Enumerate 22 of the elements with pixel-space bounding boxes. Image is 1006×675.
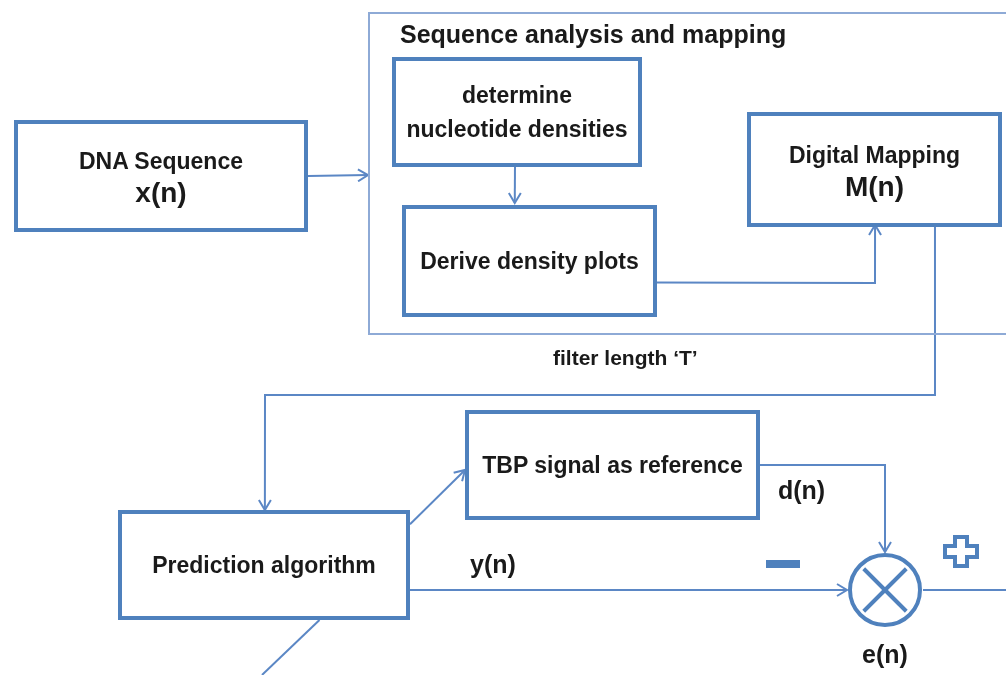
connector-arrow	[307, 168, 369, 183]
box-label: DNA Sequence	[79, 147, 243, 176]
process-box	[392, 57, 642, 167]
group-frame	[368, 12, 1006, 335]
process-box	[118, 510, 410, 620]
signal-label: e(n)	[862, 639, 908, 670]
box-label: TBP signal as reference	[482, 451, 743, 480]
parameter-note: filter length ‘T’	[553, 345, 698, 371]
signal-label: x(n)	[135, 178, 187, 208]
box-label: determine nucleotide densities	[405, 81, 629, 144]
signal-label: M(n)	[844, 171, 905, 202]
process-box	[465, 410, 760, 520]
connector-arrow	[409, 583, 848, 597]
box-label: Derive density plots	[420, 247, 639, 276]
process-box	[14, 120, 308, 232]
box-label: Digital Mapping	[788, 140, 961, 170]
box-label: Prediction algorithm	[152, 551, 376, 580]
connector-arrow	[409, 468, 466, 526]
group-title: Sequence analysis and mapping	[400, 19, 787, 50]
process-box	[747, 112, 1002, 227]
connector-arrow	[759, 464, 892, 553]
process-box	[402, 205, 657, 317]
